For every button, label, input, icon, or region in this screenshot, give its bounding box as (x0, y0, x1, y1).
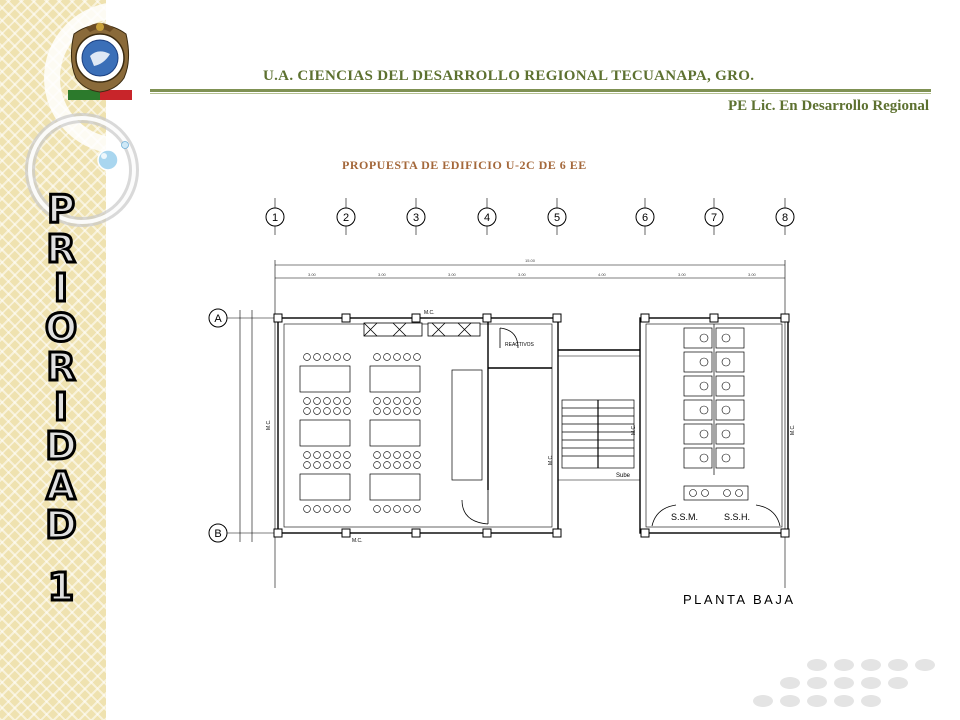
grid-column-label: 5 (554, 212, 560, 224)
svg-text:3.00: 3.00 (748, 272, 757, 277)
mc-label: M.C. (266, 419, 272, 430)
grid-row-label: B (214, 528, 221, 540)
restroom-women-label: S.S.H. (724, 512, 750, 522)
lab-tables (299, 365, 483, 501)
grid-column-label: 1 (272, 212, 278, 224)
priority-letter: R (45, 345, 77, 389)
decorative-circles (25, 2, 196, 227)
svg-text:4.00: 4.00 (598, 272, 607, 277)
priority-letter: I (52, 266, 69, 310)
svg-text:3.00: 3.00 (678, 272, 687, 277)
decorative-dot-pattern (753, 659, 935, 707)
svg-text:3.00: 3.00 (378, 272, 387, 277)
priority-vertical-text: P R I O R I D A D 1 (36, 187, 86, 609)
mc-label: M.C. (631, 424, 637, 435)
grid-column-bubbles (265, 207, 795, 227)
program-subtitle: PE Lic. En Desarrollo Regional (728, 98, 929, 114)
svg-text:15.00: 15.00 (525, 258, 536, 263)
grid-row-bubbles (208, 308, 228, 543)
restroom-stalls (683, 324, 749, 501)
mc-label: M.C. (352, 538, 363, 544)
priority-letter: D (44, 424, 79, 468)
header-divider (150, 89, 931, 92)
grid-column-label: 7 (711, 212, 717, 224)
restroom-fixtures (689, 333, 743, 497)
priority-number: 1 (46, 564, 75, 609)
svg-text:3.00: 3.00 (448, 272, 457, 277)
lab-stools (303, 353, 421, 513)
priority-letter: D (44, 503, 79, 547)
doors (461, 327, 519, 525)
institution-title: U.A. CIENCIAS DEL DESARROLLO REGIONAL TE… (263, 68, 755, 84)
stair-label: Sube (616, 473, 631, 479)
mc-label: M.C. (548, 454, 554, 465)
restroom-men-label: S.S.M. (671, 512, 698, 522)
restroom-entries (651, 504, 781, 527)
proposal-title: PROPUESTA DE EDIFICIO U-2C DE 6 EE (342, 158, 587, 172)
room-label: REACTIVOS (505, 342, 535, 348)
priority-letter: I (52, 384, 69, 429)
header-divider-thin (150, 93, 931, 94)
priority-letter: A (45, 463, 77, 508)
grid-column-label: 8 (782, 212, 788, 224)
mc-label: M.C. (790, 424, 796, 435)
grid-column-label: 6 (642, 212, 648, 224)
floor-name-label: PLANTA BAJA (683, 592, 796, 607)
grid-column-label: 2 (343, 212, 349, 224)
priority-letter: R (45, 226, 77, 271)
grid-row-label: A (214, 313, 222, 325)
university-seal-icon (68, 23, 132, 100)
stairs (561, 399, 635, 469)
svg-text:3.00: 3.00 (308, 272, 317, 277)
svg-text:3.00: 3.00 (518, 272, 527, 277)
mc-label: M.C. (424, 310, 435, 316)
structural-columns (273, 313, 790, 538)
floor-plan: 15.00 3.00 3.00 3.00 3.00 4.00 3.00 3.00 1 2… (208, 198, 796, 588)
priority-letter: O (43, 305, 78, 350)
grid-column-label: 4 (484, 212, 490, 224)
priority-letter: P (46, 187, 77, 231)
grid-column-label: 3 (413, 212, 419, 224)
dimension-text: 15.00 3.00 3.00 3.00 3.00 4.00 3.00 3.00 (308, 258, 757, 277)
lab-cabinets (363, 322, 481, 337)
